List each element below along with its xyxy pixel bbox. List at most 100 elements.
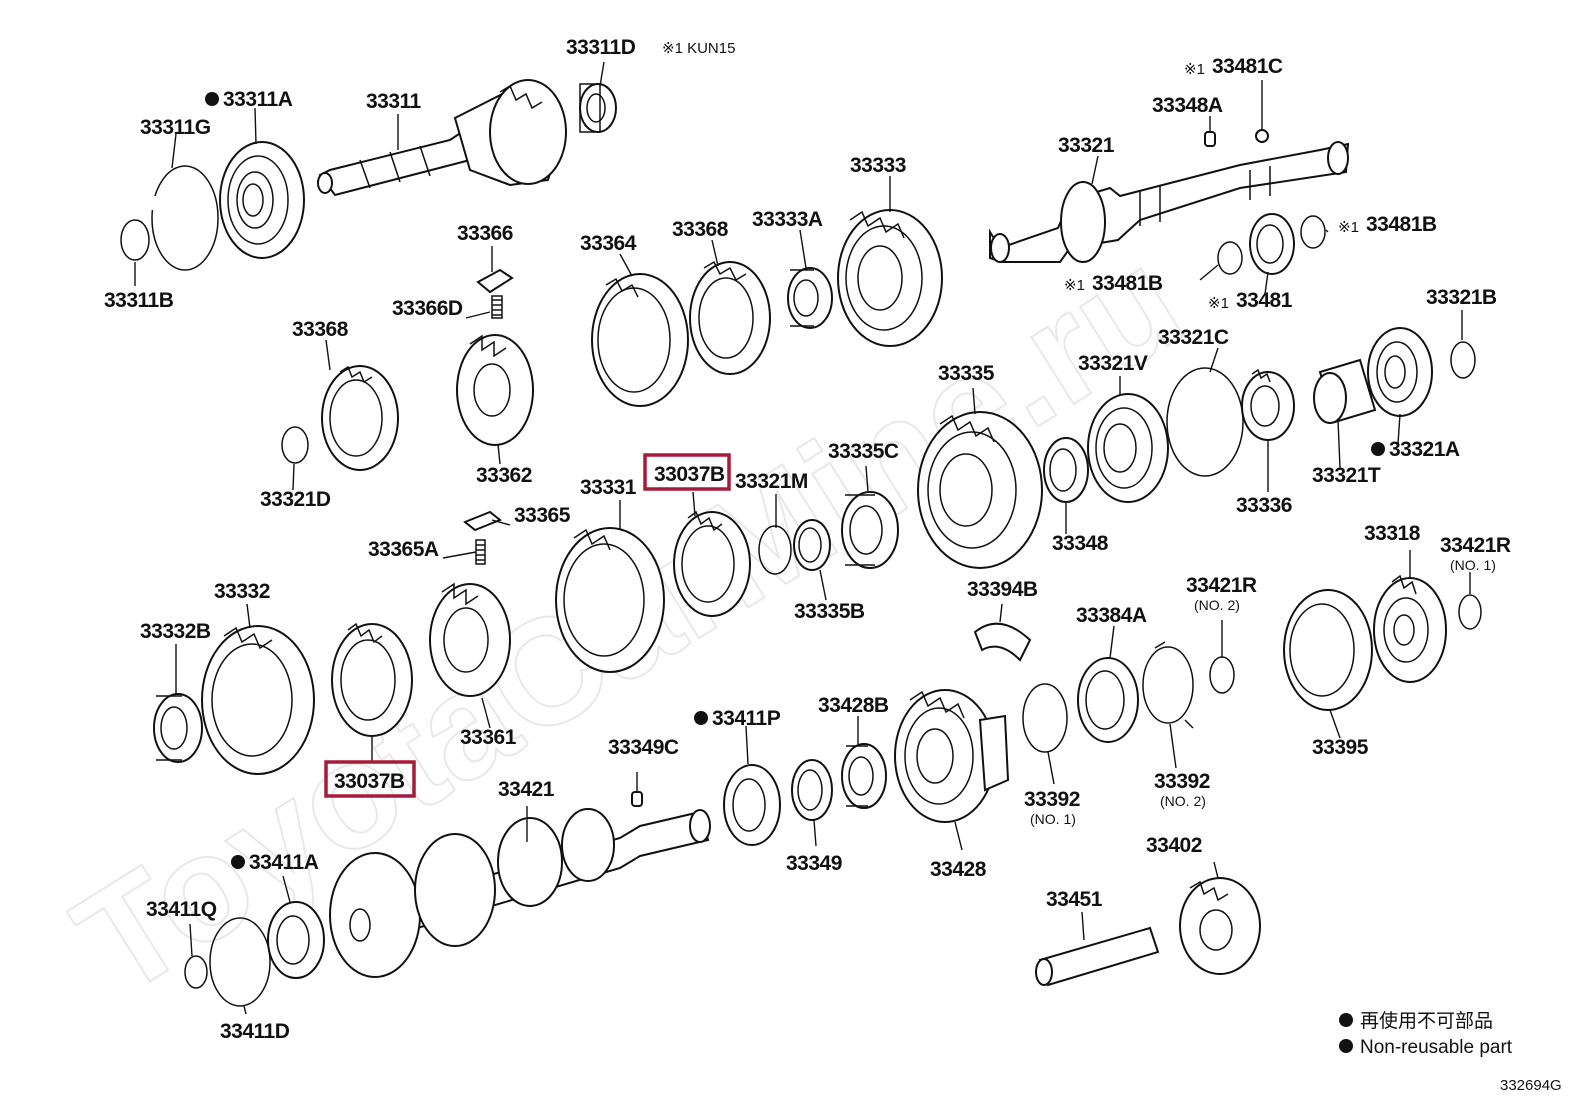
label-33311[interactable]: 33311 — [366, 90, 422, 113]
label-33321T[interactable]: 33321T — [1312, 464, 1381, 487]
pin-33349C[interactable] — [631, 791, 643, 807]
label-33365A[interactable]: 33365A — [368, 538, 439, 561]
label-33361[interactable]: 33361 — [460, 726, 517, 749]
label-33451[interactable]: 33451 — [1046, 888, 1103, 911]
label-33421R-mid[interactable]: 33421R — [1186, 574, 1257, 597]
label-33368-left[interactable]: 33368 — [292, 318, 349, 341]
gear-33318[interactable] — [1373, 574, 1447, 683]
label-33333A[interactable]: 33333A — [752, 208, 823, 231]
ring-33349[interactable] — [791, 759, 833, 821]
ball-33481C[interactable] — [1255, 129, 1269, 143]
label-33311B[interactable]: 33311B — [104, 289, 174, 312]
synchronizer-ring-33368-left[interactable] — [321, 365, 399, 471]
clutch-hub-33362[interactable] — [456, 334, 534, 446]
label-33395[interactable]: 33395 — [1312, 736, 1369, 759]
label-33481[interactable]: 33481 — [1236, 289, 1293, 312]
bearing-33411P[interactable] — [723, 764, 781, 846]
snap-ring-33321C[interactable] — [1166, 367, 1244, 477]
label-33332[interactable]: 33332 — [214, 580, 270, 603]
label-33411Q[interactable]: 33411Q — [146, 898, 217, 921]
label-33481C[interactable]: 33481C — [1212, 55, 1283, 78]
bearing-33321V[interactable] — [1087, 393, 1169, 503]
gear-33335[interactable] — [917, 411, 1043, 569]
ring-33321M[interactable] — [758, 525, 792, 575]
label-33421R-right[interactable]: 33421R — [1440, 534, 1511, 557]
counter-gear-33421[interactable] — [329, 808, 711, 978]
needle-bearing-33333A[interactable] — [787, 267, 833, 329]
label-33402[interactable]: 33402 — [1146, 834, 1202, 857]
label-33392-no2[interactable]: 33392 — [1154, 770, 1210, 793]
snap-ring-33481B-left[interactable] — [1217, 241, 1243, 275]
snap-ring-33321D[interactable] — [281, 426, 309, 464]
label-33335C[interactable]: 33335C — [828, 440, 899, 463]
input-shaft-33311[interactable] — [317, 79, 567, 197]
snap-ring-33421R-right[interactable] — [1458, 594, 1482, 630]
ring-33392-no1[interactable] — [1022, 683, 1068, 753]
bearing-33321A[interactable] — [1367, 327, 1433, 417]
label-33349[interactable]: 33349 — [786, 852, 842, 875]
synchronizer-ring-33368-top[interactable] — [689, 260, 771, 375]
snap-ring-33421R-no2[interactable] — [1209, 656, 1235, 694]
label-33336[interactable]: 33336 — [1236, 494, 1292, 517]
gear-33428[interactable] — [894, 689, 1010, 823]
label-33481B-right[interactable]: 33481B — [1366, 213, 1437, 236]
label-33365[interactable]: 33365 — [514, 504, 571, 527]
label-33318[interactable]: 33318 — [1364, 522, 1421, 545]
gear-33336[interactable] — [1241, 368, 1295, 441]
bearing-33311A[interactable] — [219, 141, 305, 259]
label-33332B[interactable]: 33332B — [140, 620, 211, 643]
clutch-hub-33361[interactable] — [429, 582, 511, 697]
label-33037B-bottom[interactable]: 33037B — [334, 770, 405, 793]
label-33335B[interactable]: 33335B — [794, 600, 865, 623]
bearing-33481[interactable] — [1249, 213, 1295, 275]
gear-33333[interactable] — [837, 209, 943, 347]
label-33392-no1[interactable]: 33392 — [1024, 788, 1080, 811]
spacer-33321T[interactable] — [1313, 358, 1377, 424]
label-33348A[interactable]: 33348A — [1152, 94, 1223, 117]
snap-ring-33311G[interactable] — [150, 165, 219, 271]
snap-ring-33411Q[interactable] — [184, 955, 208, 989]
hub-sleeve-33331[interactable] — [555, 527, 665, 673]
label-33384A[interactable]: 33384A — [1076, 604, 1147, 627]
label-33411D[interactable]: 33411D — [220, 1020, 290, 1043]
needle-bearing-33332B[interactable] — [153, 693, 203, 763]
ring-33335B[interactable] — [793, 519, 831, 571]
label-33364[interactable]: 33364 — [580, 232, 637, 255]
label-33394B[interactable]: 33394B — [967, 578, 1038, 601]
plate-33394B[interactable] — [973, 622, 1032, 662]
label-33335[interactable]: 33335 — [938, 362, 995, 385]
label-33311G[interactable]: 33311G — [140, 116, 211, 139]
label-33481B-left[interactable]: 33481B — [1092, 272, 1163, 295]
pin-33348A[interactable] — [1204, 131, 1216, 147]
ring-33392-no2[interactable] — [1142, 641, 1194, 729]
label-33321B[interactable]: 33321B — [1426, 286, 1497, 309]
label-33333[interactable]: 33333 — [850, 154, 906, 177]
label-33428[interactable]: 33428 — [930, 858, 987, 881]
label-33411A[interactable]: 33411A — [249, 851, 319, 874]
snap-ring-33411D[interactable] — [209, 917, 271, 1007]
hub-sleeve-33395[interactable] — [1283, 589, 1373, 711]
snap-ring-33321B[interactable] — [1450, 341, 1476, 379]
synchronizer-ring-33037B-top[interactable] — [673, 510, 751, 617]
shifting-key-33366[interactable] — [476, 268, 514, 319]
shifting-key-33365[interactable] — [463, 510, 502, 532]
synchronizer-ring-33037B-bottom[interactable] — [331, 622, 413, 737]
needle-bearing-33335C[interactable] — [841, 491, 899, 569]
label-33411P[interactable]: 33411P — [712, 707, 781, 730]
label-33366D[interactable]: 33366D — [392, 297, 463, 320]
spring-33365A[interactable] — [475, 539, 486, 565]
label-33321C[interactable]: 33321C — [1158, 326, 1229, 349]
label-33331[interactable]: 33331 — [580, 476, 637, 499]
snap-ring-33481B-right[interactable] — [1300, 215, 1326, 249]
reverse-idler-gear-33402[interactable] — [1179, 877, 1261, 975]
label-33321A[interactable]: 33321A — [1389, 438, 1460, 461]
needle-bearing-33311D[interactable] — [579, 83, 617, 133]
hub-sleeve-33364[interactable] — [591, 273, 689, 407]
synchronizer-33384A[interactable] — [1077, 657, 1139, 743]
label-33348[interactable]: 33348 — [1052, 532, 1109, 555]
label-33421[interactable]: 33421 — [498, 778, 555, 801]
label-33321D[interactable]: 33321D — [260, 488, 331, 511]
label-33321M[interactable]: 33321M — [735, 470, 808, 493]
label-33321[interactable]: 33321 — [1058, 134, 1115, 157]
needle-bearing-33428B[interactable] — [841, 743, 887, 809]
